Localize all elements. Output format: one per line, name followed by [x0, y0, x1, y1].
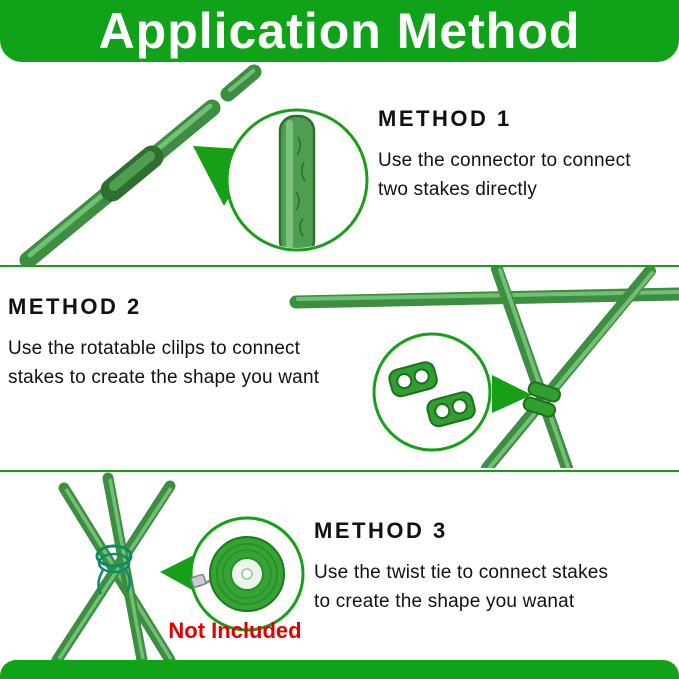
connector-sleeve-icon — [100, 145, 164, 202]
magnifier-circle — [225, 108, 369, 252]
method-1-description: Use the connector to connect two stakes … — [378, 150, 631, 200]
bottom-bar — [0, 660, 679, 679]
clips-circle — [372, 332, 492, 452]
method-2-title: METHOD 2 — [8, 294, 142, 319]
method-2-description: Use the rotatable clilps to connect stak… — [8, 338, 320, 388]
method-2-text: METHOD 2 Use the rotatable clilps to con… — [8, 294, 378, 392]
diagonal-stake-icon — [19, 64, 262, 267]
twist-tie-wrap-icon — [95, 544, 133, 595]
rotatable-clip-icon — [388, 361, 438, 398]
method-3-description: Use the twist tie to connect stakes to c… — [314, 562, 609, 612]
not-included-label: Not Included — [168, 618, 302, 643]
page-title: Application Method — [98, 3, 581, 59]
tie-pointer-triangle — [160, 554, 196, 592]
clip-on-stake-icon — [522, 381, 561, 418]
tie-spool-icon — [209, 536, 285, 612]
method-1-text: METHOD 1 Use the connector to connect tw… — [378, 106, 678, 204]
rotatable-clip-icon — [426, 391, 476, 428]
twist-tie-spool-circle — [189, 516, 305, 632]
section-divider-2 — [0, 470, 679, 472]
method-1-illustration — [19, 64, 369, 267]
method-2-illustration — [289, 267, 679, 468]
method-3-title: METHOD 3 — [314, 518, 448, 543]
method-3-illustration — [51, 472, 305, 662]
crossed-stakes-icon — [289, 267, 679, 468]
method-3-text: METHOD 3 Use the twist tie to connect st… — [314, 518, 674, 616]
method-1-title: METHOD 1 — [378, 106, 512, 131]
clip-pointer-triangle — [492, 375, 532, 413]
section-divider-1 — [0, 265, 679, 267]
title-banner: Application Method — [0, 0, 679, 62]
stake-closeup-icon — [278, 114, 316, 248]
